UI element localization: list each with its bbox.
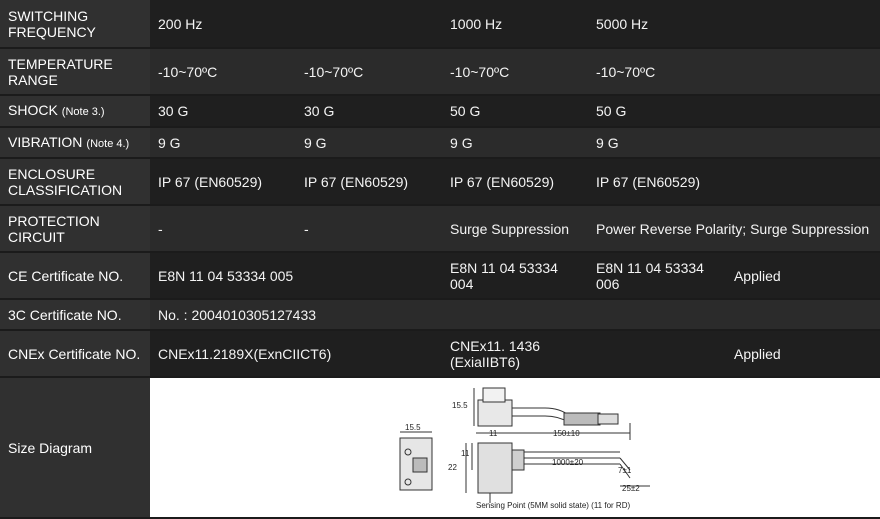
dimension-label: 1000±20 xyxy=(552,458,584,467)
cell: CNEx11.2189X(ExnCIICT6) xyxy=(150,330,443,378)
cell: Power Reverse Polarity; Surge Suppressio… xyxy=(588,205,880,253)
row-label: VIBRATION(Note 4.) xyxy=(0,127,150,159)
cell: 50 G xyxy=(442,95,589,128)
applied-text: Applied xyxy=(734,345,781,362)
cell: IP 67 (EN60529) xyxy=(296,158,443,206)
cell: - xyxy=(150,205,296,253)
cell: 30 G xyxy=(296,95,443,128)
dimension-label: 11 xyxy=(461,449,470,458)
row-label: Size Diagram xyxy=(0,377,150,519)
table-row: CE Certificate NO. E8N 11 04 53334 005 E… xyxy=(0,252,880,300)
cell: No. : 2004010305127433 xyxy=(150,299,443,331)
cell: 9 G xyxy=(296,127,443,159)
table-row: Size Diagram xyxy=(0,377,880,519)
cell: 30 G xyxy=(150,95,296,128)
table-row: CNEx Certificate NO. CNEx11.2189X(ExnCII… xyxy=(0,330,880,378)
cell: 1000 Hz xyxy=(442,0,589,49)
cell: Surge Suppression xyxy=(442,205,589,253)
cell xyxy=(442,299,589,331)
size-diagram: 15.5 11 150±10 15.5 xyxy=(399,387,650,510)
cell: -10~70ºC xyxy=(150,48,296,96)
row-label: CE Certificate NO. xyxy=(0,252,150,300)
cell xyxy=(588,299,880,331)
cell: 50 G xyxy=(588,95,880,128)
cell: - xyxy=(296,205,443,253)
cell: 9 G xyxy=(150,127,296,159)
table-row: 3C Certificate NO. No. : 200401030512743… xyxy=(0,299,880,331)
dimension-label: 22 xyxy=(448,463,457,472)
cell: 9 G xyxy=(588,127,880,159)
row-label: SHOCK(Note 3.) xyxy=(0,95,150,128)
dimension-label: 150±10 xyxy=(553,429,580,438)
dimension-label: 15.5 xyxy=(452,401,468,410)
cell: 200 Hz xyxy=(150,0,443,49)
cell: -10~70ºC xyxy=(296,48,443,96)
cell: E8N 11 04 53334 005 xyxy=(150,252,443,300)
applied-text: Applied xyxy=(733,267,781,284)
cell: 5000 Hz xyxy=(588,0,880,49)
dimension-label: 11 xyxy=(489,429,498,438)
cell: IP 67 (EN60529) xyxy=(150,158,296,206)
cell: -10~70ºC xyxy=(442,48,589,96)
dimension-label: 15.5 xyxy=(405,423,421,432)
cell: CNEx11. 1436(ExiaIIBT6) xyxy=(442,330,589,378)
table-row: SHOCK(Note 3.) 30 G 30 G 50 G 50 G xyxy=(0,95,880,128)
cell: IP 67 (EN60529) xyxy=(442,158,589,206)
table-row: VIBRATION(Note 4.) 9 G 9 G 9 G 9 G xyxy=(0,127,880,159)
cell: 9 G xyxy=(442,127,589,159)
row-label: 3C Certificate NO. xyxy=(0,299,150,331)
cell: IP 67 (EN60529) xyxy=(588,158,880,206)
dimension-label: 7±1 xyxy=(618,466,632,475)
size-diagram-cell: 15.5 11 150±10 15.5 xyxy=(150,377,880,519)
cell: -10~70ºC xyxy=(588,48,880,96)
diagram-caption: Sensing Point (5MM solid state) (11 for … xyxy=(476,501,630,510)
dimension-label: 25±2 xyxy=(622,484,640,493)
row-label: CNEx Certificate NO. xyxy=(0,330,150,378)
cell: Applied xyxy=(588,330,880,378)
